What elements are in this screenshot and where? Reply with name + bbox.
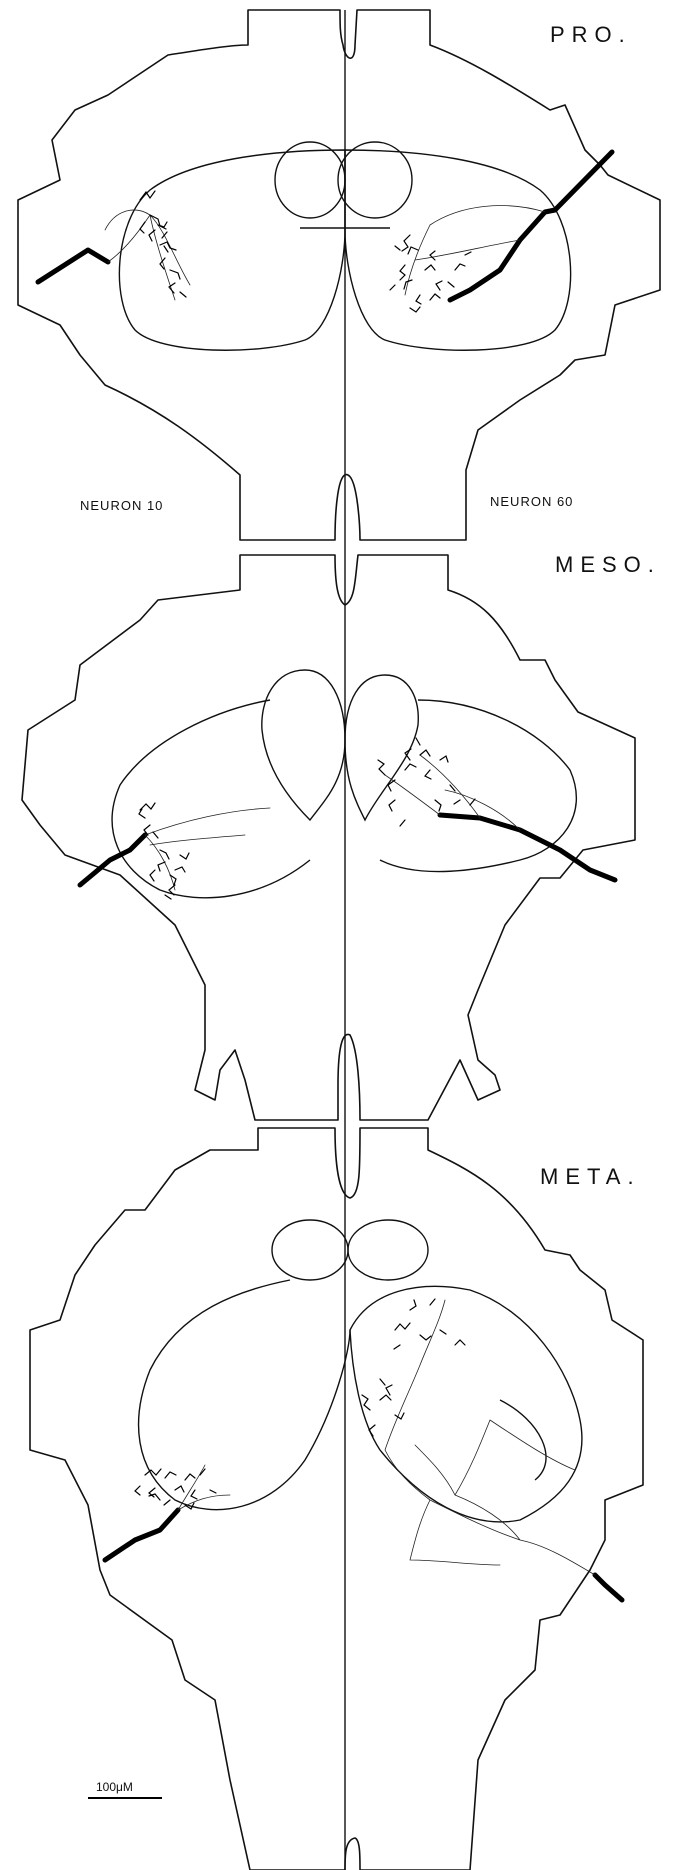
metathoracic-inner-arc <box>500 1400 546 1480</box>
segment-label-meta: META. <box>540 1164 641 1189</box>
metathoracic-dorsal-lobe-right <box>348 1220 428 1280</box>
neuron-10-axon-pro <box>38 250 108 282</box>
neuron-10-metathoracic <box>105 1465 230 1560</box>
neuron-10-axon-meso <box>80 835 145 885</box>
mesothoracic-dorsal-lobe-left <box>262 670 345 820</box>
neuron-60-process-meta <box>385 1300 595 1575</box>
mesothoracic-dorsal-lobe-right <box>345 675 418 820</box>
neuron-60-metathoracic <box>362 1299 622 1600</box>
scale-bar-label: 100μM <box>96 1780 133 1794</box>
neuron-10-process-pro <box>105 210 190 300</box>
mesothoracic-neuropil-left <box>112 700 310 898</box>
prothoracic-neuropil-left <box>119 150 345 350</box>
neuron-10-process-meso <box>145 808 270 890</box>
neuron-10-axon-meta <box>105 1510 178 1560</box>
metathoracic-neuropil-right <box>350 1286 582 1522</box>
neuron-60-mesothoracic <box>378 738 615 880</box>
neuron-60-prothoracic <box>390 152 612 312</box>
neuron-10-prothoracic <box>38 191 190 300</box>
neuron-10-arbor-meso <box>139 803 189 899</box>
neuron-10-process-meta <box>178 1465 230 1510</box>
neuron-label-left: NEURON 10 <box>80 498 163 513</box>
neuron-60-process-meso <box>385 755 520 830</box>
neuron-label-right: NEURON 60 <box>490 494 573 509</box>
segment-label-meso: MESO. <box>555 552 661 577</box>
prothoracic-neuropil-right <box>345 150 571 350</box>
segment-label-pro: PRO. <box>550 22 632 47</box>
neuron-10-mesothoracic <box>80 803 270 899</box>
metathoracic-ganglion <box>30 1128 643 1870</box>
prothoracic-outline <box>18 10 660 540</box>
scale-bar: 100μM <box>88 1780 162 1798</box>
metathoracic-outline <box>30 1128 643 1870</box>
neuron-60-arbor-pro <box>390 235 471 312</box>
neuron-60-axon-pro <box>450 152 612 300</box>
prothoracic-ganglion <box>18 10 660 540</box>
mesothoracic-ganglion <box>22 555 635 1120</box>
prothoracic-dorsal-lobe-left <box>275 142 345 218</box>
metathoracic-neuropil-left <box>139 1280 350 1510</box>
neuron-60-arbor-meta <box>362 1299 465 1436</box>
neuron-60-axon-meta <box>595 1575 622 1600</box>
prothoracic-dorsal-lobe-right <box>338 142 412 218</box>
neuron-10-arbor-pro <box>140 191 186 297</box>
neuron-60-process-pro <box>405 206 545 295</box>
metathoracic-dorsal-lobe-left <box>272 1220 348 1280</box>
neuron-60-arbor-meso <box>378 738 475 826</box>
neuron-10-arbor-meta <box>135 1469 216 1509</box>
